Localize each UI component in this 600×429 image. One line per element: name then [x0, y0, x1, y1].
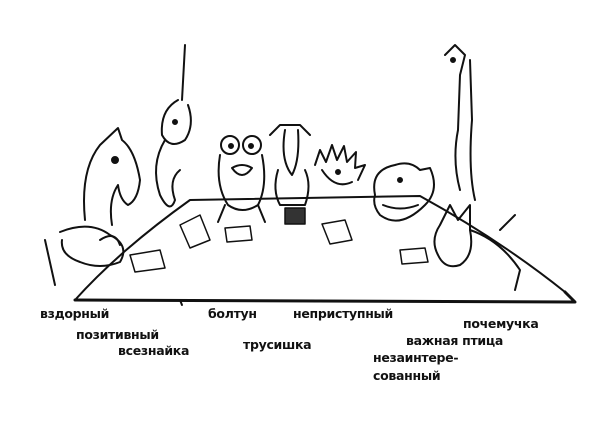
- label-uninterested-line1: незаинтере-: [373, 350, 459, 365]
- table: [73, 195, 577, 306]
- label-quarrelsome: вздорный: [40, 306, 110, 321]
- fox-figure: [433, 204, 521, 291]
- frog-figure: [217, 135, 266, 223]
- papers: [129, 207, 429, 273]
- label-know-it-all: всезнайка: [118, 343, 190, 358]
- label-positive: позитивный: [76, 327, 159, 342]
- horse-figure: [83, 127, 141, 226]
- label-uninterested-line2: сованный: [373, 368, 441, 383]
- label-unapproachable: неприступный: [293, 306, 393, 321]
- hedgehog-figure: [314, 144, 366, 186]
- goat-figure: [44, 225, 125, 286]
- label-coward: трусишка: [243, 337, 312, 352]
- hippo-figure: [373, 162, 435, 222]
- cow-figure: [269, 124, 311, 206]
- giraffe-figure: [444, 44, 476, 201]
- label-important-bird: важная птица: [406, 333, 503, 348]
- label-why-asker: почемучка: [463, 316, 539, 331]
- label-chatterbox: болтун: [208, 306, 257, 321]
- monkey-figure: [155, 44, 192, 208]
